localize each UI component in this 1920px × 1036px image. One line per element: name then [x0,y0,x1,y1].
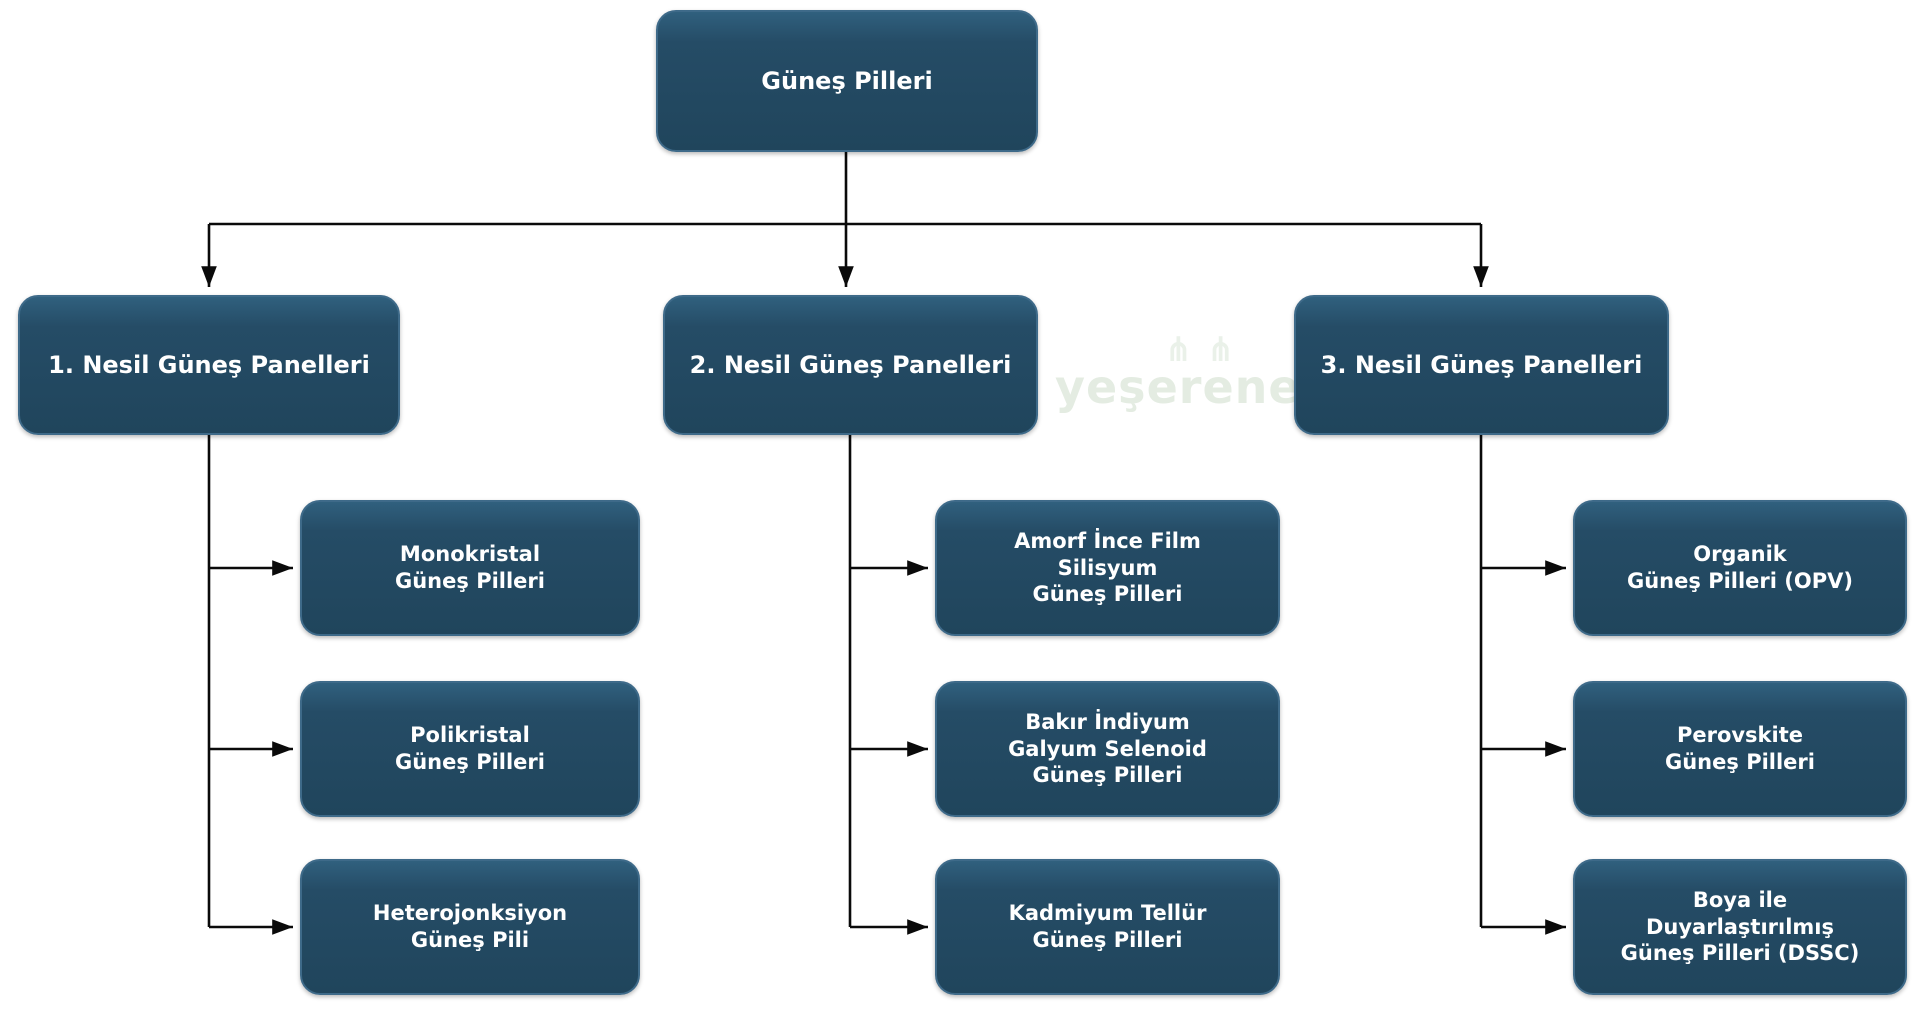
node-label: Amorf İnce Film Silisyum Güneş Pilleri [1014,528,1201,607]
node-organik-opv: Organik Güneş Pilleri (OPV) [1573,500,1907,636]
node-1-nesil-gunes-panelleri: 1. Nesil Güneş Panelleri [18,295,400,435]
node-monokristal-gunes-pilleri: Monokristal Güneş Pilleri [300,500,640,636]
node-3-nesil-gunes-panelleri: 3. Nesil Güneş Panelleri [1294,295,1669,435]
node-gunes-pilleri: Güneş Pilleri [656,10,1038,152]
node-2-nesil-gunes-panelleri: 2. Nesil Güneş Panelleri [663,295,1038,435]
node-perovskite: Perovskite Güneş Pilleri [1573,681,1907,817]
node-label: 3. Nesil Güneş Panelleri [1320,350,1643,379]
node-kadmiyum-tellur: Kadmiyum Tellür Güneş Pilleri [935,859,1280,995]
node-label: Heterojonksiyon Güneş Pili [372,901,568,952]
node-label: Polikristal Güneş Pilleri [395,723,545,774]
node-label: 2. Nesil Güneş Panelleri [689,350,1012,379]
node-label: Monokristal Güneş Pilleri [395,542,545,593]
node-label: Kadmiyum Tellür Güneş Pilleri [1008,901,1207,952]
node-amorf-ince-film-silisyum: Amorf İnce Film Silisyum Güneş Pilleri [935,500,1280,636]
node-label: Perovskite Güneş Pilleri [1665,723,1815,774]
node-label: Bakır İndiyum Galyum Selenoid Güneş Pill… [1008,709,1207,788]
node-polikristal-gunes-pilleri: Polikristal Güneş Pilleri [300,681,640,817]
node-heterojonksiyon-gunes-pili: Heterojonksiyon Güneş Pili [300,859,640,995]
node-label: 1. Nesil Güneş Panelleri [48,350,370,379]
node-label: Güneş Pilleri [761,66,933,95]
node-dssc: Boya ile Duyarlaştırılmış Güneş Pilleri … [1573,859,1907,995]
node-label: Boya ile Duyarlaştırılmış Güneş Pilleri … [1620,887,1860,966]
node-bakir-indiyum-galyum-selenoid: Bakır İndiyum Galyum Selenoid Güneş Pill… [935,681,1280,817]
node-label: Organik Güneş Pilleri (OPV) [1627,542,1853,593]
